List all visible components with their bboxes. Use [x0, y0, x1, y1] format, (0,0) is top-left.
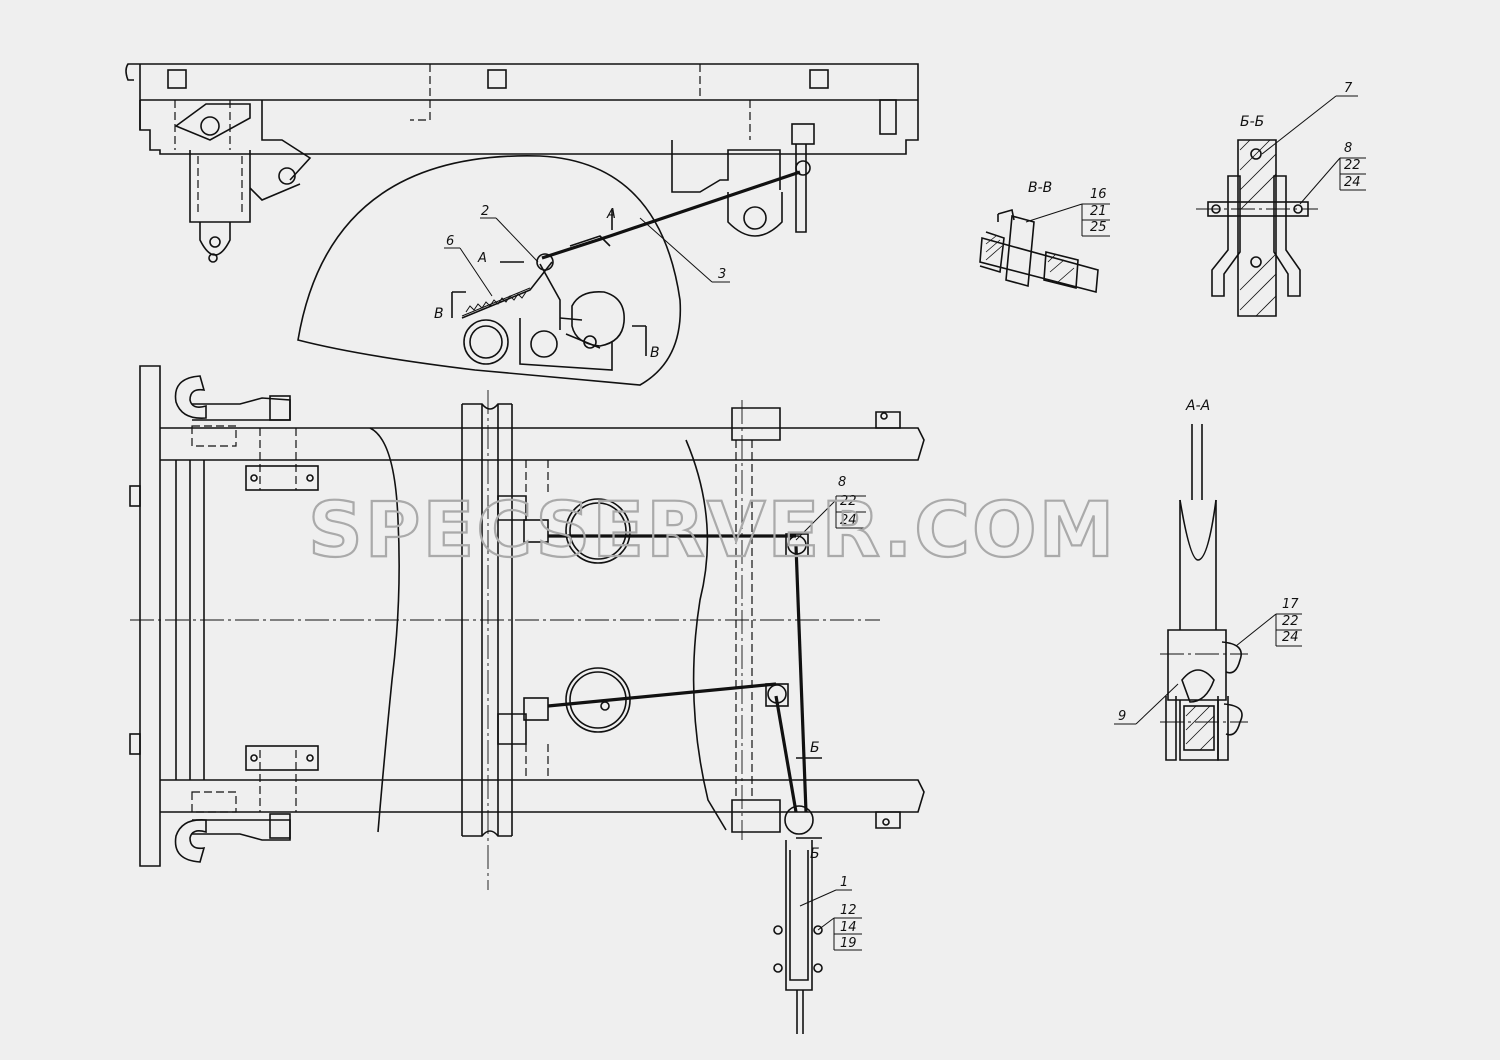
- callout-14: 14: [840, 920, 857, 935]
- section-vv: В-В 16 21 25: [979, 180, 1110, 294]
- callout-24-mid: 24: [840, 513, 857, 528]
- callout-3: 3: [718, 267, 726, 282]
- callout-16: 16: [1090, 187, 1107, 202]
- section-aa: А-А 17 22 24 9: [1114, 398, 1302, 761]
- callouts-side: 2 6 3: [444, 204, 730, 297]
- cut-letter-a2: А: [477, 251, 487, 266]
- callout-8-top: 8: [1344, 141, 1352, 156]
- callout-25: 25: [1090, 220, 1107, 235]
- cut-letter-b1: Б: [810, 740, 820, 756]
- cut-markers-side: А А В В: [434, 207, 660, 361]
- callout-12: 12: [840, 903, 857, 918]
- section-title-vv: В-В: [1028, 180, 1052, 196]
- section-title-aa: А-А: [1185, 398, 1210, 414]
- side-view-frame: [125, 63, 919, 386]
- watermark-text: SPECSERVER.COM: [308, 485, 1116, 574]
- cut-letter-v1: В: [434, 306, 444, 322]
- callouts-plan: 8 22 24 1 12 14 19: [795, 475, 866, 951]
- callout-1: 1: [840, 875, 848, 890]
- plan-view-frame: Б Б: [129, 365, 925, 1034]
- callout-22-aa: 22: [1282, 614, 1299, 629]
- callout-7: 7: [1344, 81, 1353, 96]
- callout-24-aa: 24: [1282, 630, 1299, 645]
- section-bb: Б-Б 7 8 22 24: [1196, 81, 1366, 317]
- callout-21: 21: [1090, 204, 1107, 219]
- callout-6: 6: [446, 234, 454, 249]
- toothed-sector: [465, 291, 527, 313]
- callout-2: 2: [481, 204, 489, 219]
- callout-9: 9: [1118, 709, 1126, 724]
- callout-8-mid: 8: [838, 475, 846, 490]
- section-title-bb: Б-Б: [1240, 114, 1264, 130]
- callout-19: 19: [840, 936, 857, 951]
- cut-letter-a1: А: [606, 207, 616, 222]
- cut-letter-v2: В: [650, 345, 660, 361]
- callout-22-mid: 22: [840, 494, 857, 509]
- callout-17: 17: [1282, 597, 1299, 612]
- cut-letter-b2: Б: [810, 846, 820, 862]
- callout-22-top: 22: [1344, 158, 1361, 173]
- callout-24-top: 24: [1344, 175, 1361, 190]
